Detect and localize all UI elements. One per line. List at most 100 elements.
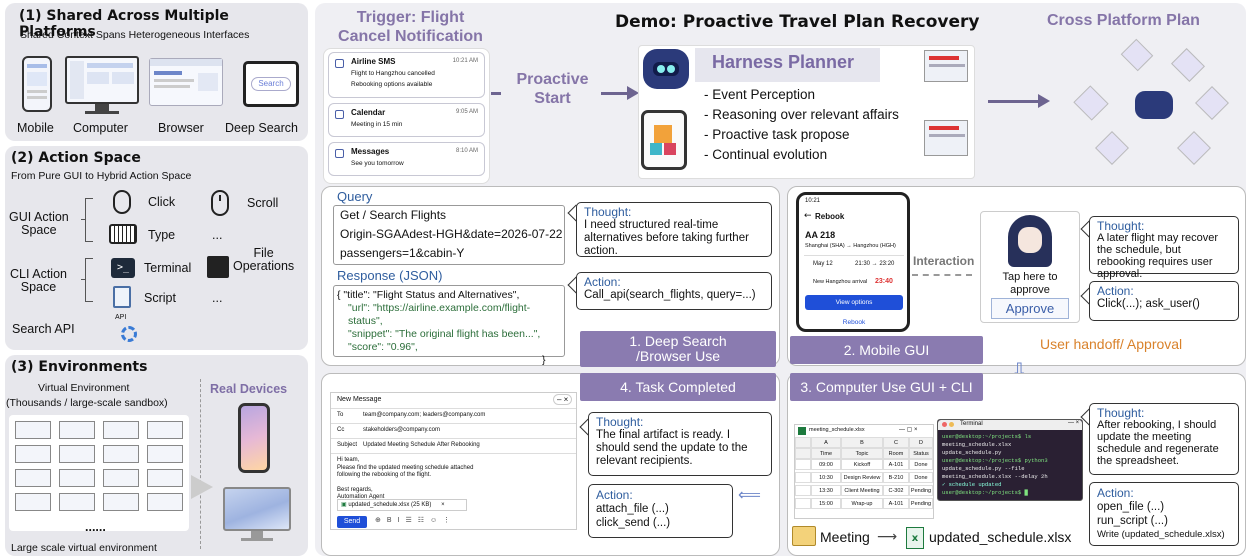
step1-action: Action:Call_api(search_flights, query=..… <box>576 272 772 310</box>
notification-app: Messages <box>351 147 390 156</box>
step1-thought: Thought:I need structured real-time alte… <box>576 202 772 257</box>
send-button[interactable]: Send <box>337 516 367 528</box>
sandbox-screen <box>15 493 51 511</box>
sandbox-screen <box>103 445 139 463</box>
notification-line2: Rebooking options available <box>351 81 433 88</box>
sandbox-screen <box>103 469 139 487</box>
sheet-cell <box>795 498 811 509</box>
json-line: { "title": "Flight Status and Alternativ… <box>337 289 520 301</box>
approve-button[interactable]: Approve <box>991 298 1069 319</box>
query-line-2: Origin-SGAAdest-HGH&date=2026-07-22 <box>340 227 563 241</box>
sandbox-dots: ...... <box>85 520 106 534</box>
cli-more: ... <box>212 291 223 305</box>
rebook-phone: 10:21 Rebook ← AA 218 Shanghai (SHA) → H… <box>796 192 910 332</box>
api-gear-icon: API <box>113 314 141 344</box>
step4-action: Action:attach_file (...)click_send (...) <box>588 484 733 538</box>
gui-more: ... <box>212 228 223 242</box>
label-mobile: Mobile <box>17 121 54 135</box>
notification-time: 9:05 AM <box>455 109 478 115</box>
terminal-label: Terminal <box>144 261 192 275</box>
sheet-cell: 10:30 <box>811 472 841 483</box>
cross-platform-title: Cross Platform Plan <box>1047 12 1200 29</box>
notification-line1: Meeting in 15 min <box>351 121 403 128</box>
sandbox-screen <box>15 421 51 439</box>
sandbox-screen <box>15 469 51 487</box>
proactive-start-label: Proactive Start <box>516 71 589 107</box>
step4-bar: 4. Task Completed <box>580 373 776 401</box>
sheet-cell: 13:30 <box>811 485 841 496</box>
step4-thought: Thought:The final artifact is ready. I s… <box>588 412 772 476</box>
sheet-cell: B <box>841 437 883 448</box>
sheet-cell: Topic <box>841 448 883 459</box>
large-scale-label: Large scale virtual environment <box>11 542 157 554</box>
sandbox-screen <box>147 445 183 463</box>
query-label: Query <box>337 189 373 204</box>
attachment-chip[interactable]: ▣ updated_schedule.xlsx (25 KB) × <box>337 499 467 511</box>
phone-cubes-icon <box>641 110 687 170</box>
notification-app-icon <box>335 110 344 119</box>
virtual-env-sub: (Thousands / large-scale sandbox) <box>6 397 168 409</box>
sheet-cell: Done <box>909 459 933 470</box>
planner-item: - Event Perception <box>704 87 816 102</box>
sandbox-screen <box>147 493 183 511</box>
deep-search-icon: Search <box>243 61 299 107</box>
view-options-button[interactable]: View options <box>805 295 903 310</box>
label-computer: Computer <box>73 121 128 135</box>
label-deep-search: Deep Search <box>225 121 298 135</box>
sheet-cell: Status <box>909 448 933 459</box>
subject-field[interactable]: Updated Meeting Schedule After Rebooking <box>363 442 480 448</box>
terminal-icon: >_ <box>111 258 135 278</box>
notification-app: Airline SMS <box>351 57 396 66</box>
sandbox-screen <box>59 445 95 463</box>
sheet-cell: Pending <box>909 498 933 509</box>
terminal-line: meeting_schedule.xlsx --delay 2h <box>942 473 1048 480</box>
sheet-cell <box>795 437 811 448</box>
terminal-window: Terminal — × user@desktop:~/projects$ ls… <box>937 419 1083 501</box>
gui-action-space-label: GUI Action Space <box>9 210 69 237</box>
sheet-cell: B-210 <box>883 472 909 483</box>
sandbox-screen <box>59 469 95 487</box>
sheet-cell: 15:00 <box>811 498 841 509</box>
json-line: status", <box>348 315 383 327</box>
sheet-cell: C-302 <box>883 485 909 496</box>
response-label: Response (JSON) <box>337 268 443 283</box>
email-body-line: Please find the updated meeting schedule… <box>337 464 474 471</box>
type-label: Type <box>148 228 176 242</box>
sheet-cell: Time <box>811 448 841 459</box>
sheet-cell: A <box>811 437 841 448</box>
terminal-line: update_schedule.py --file <box>942 465 1025 472</box>
format-toolbar-icons[interactable]: ⊕BI☰☷☺⋮ <box>375 517 457 524</box>
sheet-cell: Room <box>883 448 909 459</box>
sandbox-screen <box>59 421 95 439</box>
step3-action: Action:open_file (...)run_script (...)Wr… <box>1089 482 1239 546</box>
notification-app-icon <box>335 149 344 158</box>
back-arrow-icon[interactable]: ← <box>804 211 812 221</box>
virtual-env-label: Virtual Environment <box>38 382 130 394</box>
sheet-cell: D <box>909 437 933 448</box>
panel3-title: (3) Environments <box>11 359 148 375</box>
rebook-button[interactable]: Rebook <box>842 319 866 326</box>
to-field[interactable]: team@company.com; leaders@company.com <box>363 412 486 418</box>
step3-bar: 3. Computer Use GUI + CLI <box>790 373 983 401</box>
computer-device-icon <box>65 56 139 104</box>
panel1-subtitle: Shared Context Spans Heterogeneous Inter… <box>20 29 250 41</box>
email-close-icon[interactable]: – × <box>553 394 573 405</box>
terminal-title: Terminal <box>960 421 983 427</box>
cc-field[interactable]: stakeholders@company.com <box>363 427 441 433</box>
terminal-line: ✓ schedule updated <box>942 481 1002 488</box>
step2-bar: 2. Mobile GUI <box>790 336 983 364</box>
query-box <box>333 205 565 265</box>
email-compose: New Message – × To team@company.com; lea… <box>330 392 577 530</box>
folder-icon <box>792 526 816 546</box>
step1-bar: 1. Deep Search /Browser Use <box>580 331 776 367</box>
email-body[interactable]: Hi team,Please find the updated meeting … <box>337 457 557 502</box>
notification-line1: See you tomorrow <box>351 160 404 167</box>
arrow-to-cross-platform <box>988 100 1040 103</box>
user-avatar <box>1008 215 1052 267</box>
cross-platform-graphic <box>1070 36 1240 176</box>
browser-window-icon <box>149 58 223 106</box>
